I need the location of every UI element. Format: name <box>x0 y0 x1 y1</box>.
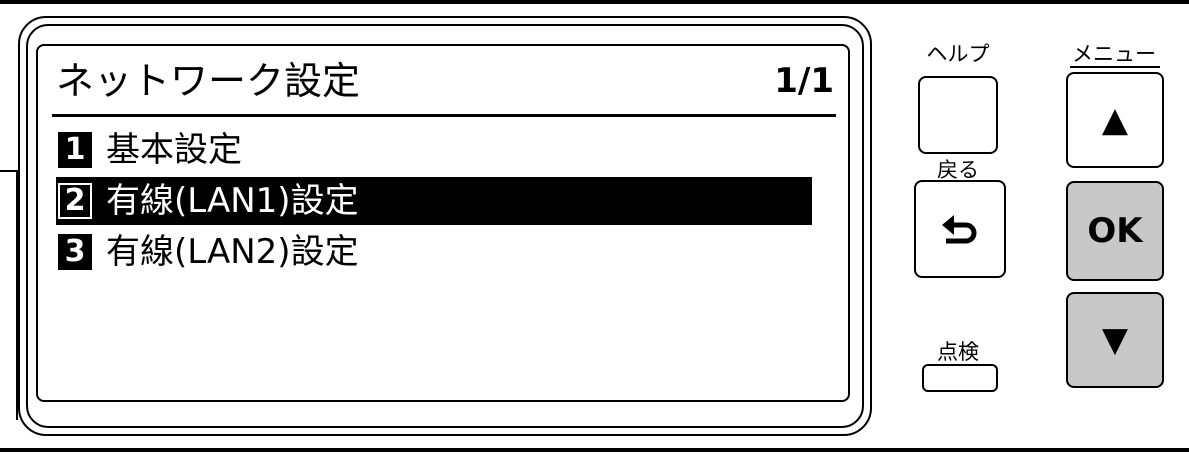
page-indicator: 1/1 <box>774 61 834 101</box>
back-button[interactable] <box>914 180 1006 278</box>
check-caption: 点検 <box>937 340 979 364</box>
top-border <box>0 0 1189 4</box>
lcd-screen: ネットワーク設定 1/1 1 基本設定 2 有線(LAN1)設定 3 有線(LA… <box>36 44 850 402</box>
down-arrow-icon: ▼ <box>1101 320 1129 360</box>
down-button[interactable]: ▼ <box>1066 292 1164 388</box>
bottom-border <box>0 448 1189 452</box>
display-bezel-inner <box>26 24 864 428</box>
screen-title: ネットワーク設定 <box>56 59 361 103</box>
menu-item-number: 2 <box>58 183 92 219</box>
menu-item-number: 1 <box>58 132 92 168</box>
menu-caption-line <box>1070 66 1160 68</box>
help-button[interactable] <box>918 76 998 154</box>
menu-item-basic-settings[interactable]: 1 基本設定 <box>56 126 812 174</box>
menu-item-wired-lan1-settings[interactable]: 2 有線(LAN1)設定 <box>56 177 812 225</box>
panel-side-edge <box>0 170 18 420</box>
display-bezel-outer <box>18 16 872 436</box>
menu-item-label: 有線(LAN1)設定 <box>106 181 359 221</box>
return-arrow-icon <box>942 215 977 244</box>
title-divider <box>52 114 836 117</box>
ok-label: OK <box>1087 211 1143 251</box>
check-button[interactable] <box>922 364 998 392</box>
help-caption: ヘルプ <box>926 42 990 66</box>
menu-caption: メニュー <box>1072 42 1156 66</box>
up-arrow-icon: ▲ <box>1101 100 1129 140</box>
menu-item-wired-lan2-settings[interactable]: 3 有線(LAN2)設定 <box>56 228 812 276</box>
menu-item-number: 3 <box>58 234 92 270</box>
back-caption: 戻る <box>937 158 979 182</box>
ok-button[interactable]: OK <box>1066 181 1164 281</box>
menu-item-label: 有線(LAN2)設定 <box>106 232 359 272</box>
menu-item-label: 基本設定 <box>106 130 242 170</box>
up-button[interactable]: ▲ <box>1066 72 1164 168</box>
